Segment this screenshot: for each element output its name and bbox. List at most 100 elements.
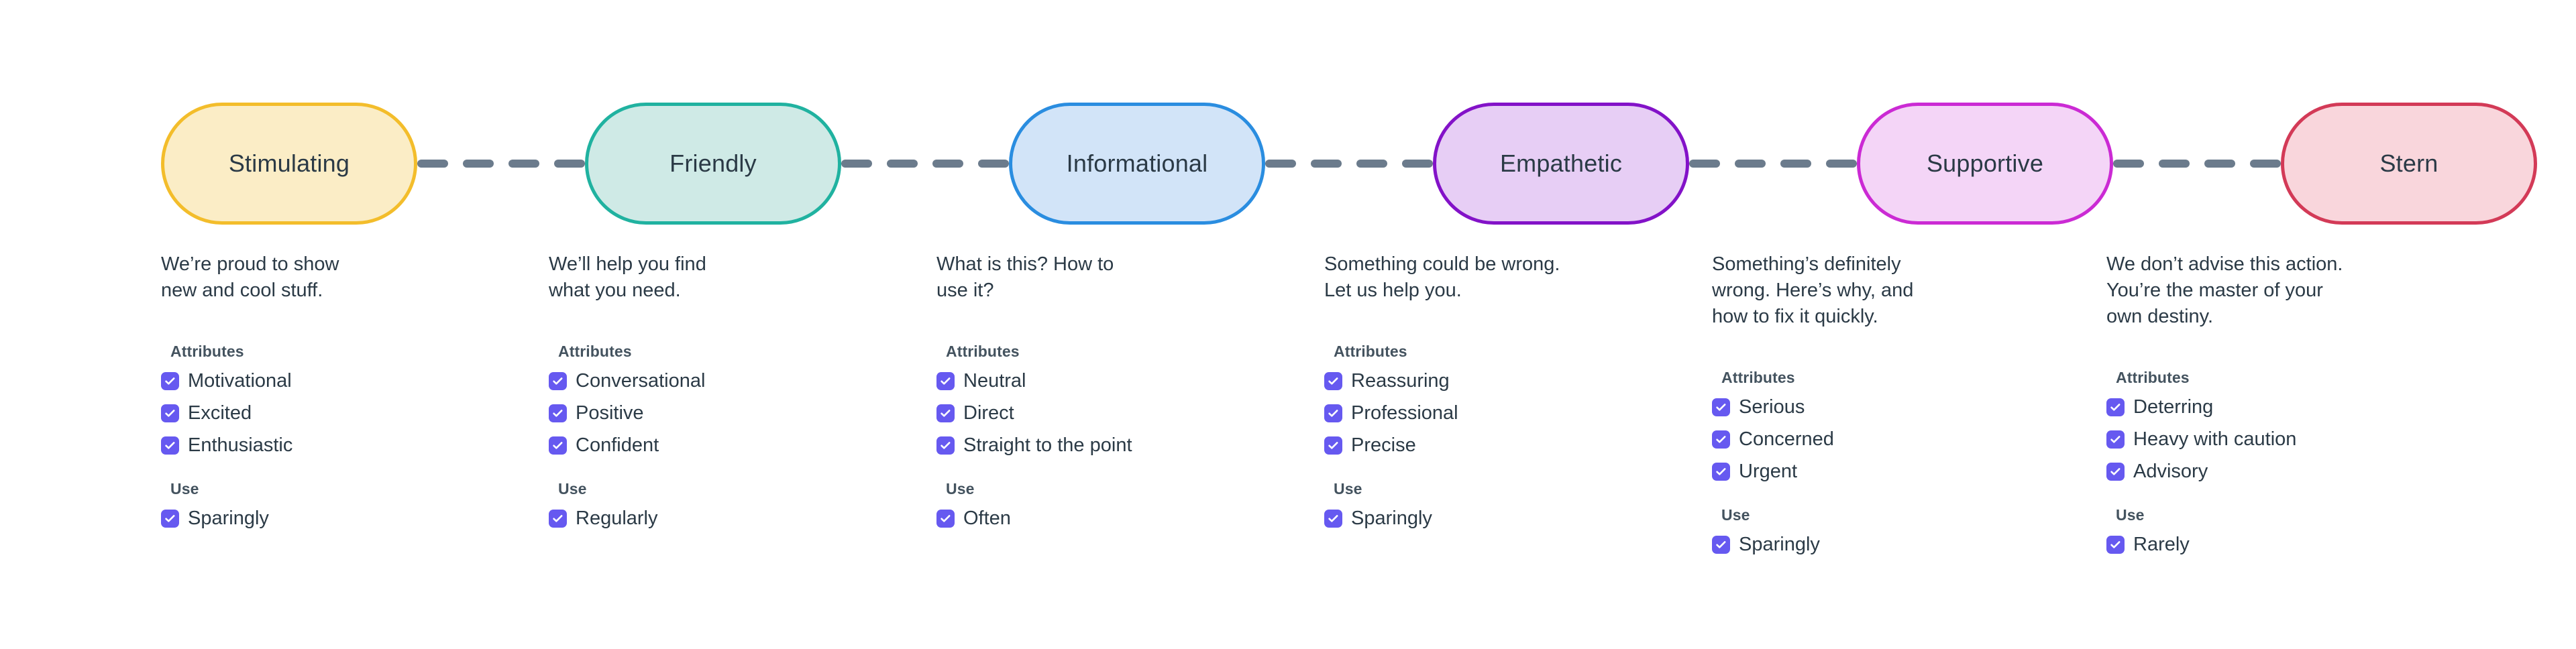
tone-detail-columns: We’re proud to show new and cool stuff. A… [0,251,2576,560]
checkbox-row[interactable]: Straight to the point [936,429,1312,461]
checkmark-icon[interactable] [549,509,567,528]
checkmark-icon[interactable] [161,436,179,455]
tone-description: Something’s definitely wrong. Here’s why… [1712,253,1914,327]
connector-dash-segment [1826,160,1857,168]
checkmark-icon[interactable] [936,371,955,390]
checkmark-icon[interactable] [2106,430,2125,449]
group-title-attributes: Attributes [2116,369,2190,386]
checkbox-label: Often [963,507,1011,529]
checkbox-row[interactable]: Urgent [1712,455,2088,487]
checkmark-icon[interactable] [936,404,955,422]
checkmark-icon[interactable] [549,371,567,390]
checkbox-row[interactable]: Regularly [549,502,924,534]
tone-pill-stimulating[interactable]: Stimulating [161,103,417,225]
checkbox-row[interactable]: Positive [549,397,924,429]
checkbox-label: Advisory [2133,460,2208,482]
checkbox-row[interactable]: Heavy with caution [2106,423,2482,455]
checkbox-row[interactable]: Sparingly [1712,528,2088,560]
checkmark-icon[interactable] [2106,535,2125,554]
checkbox-row[interactable]: Professional [1324,397,1700,429]
checkmark-icon[interactable] [1324,371,1342,390]
checkbox-row[interactable]: Conversational [549,365,924,397]
checkmark-icon[interactable] [161,509,179,528]
tone-pill-informational[interactable]: Informational [1009,103,1265,225]
checkbox-row[interactable]: Motivational [161,365,537,397]
checkmark-icon[interactable] [1712,430,1730,449]
connector-dash-segment [2113,160,2144,168]
checkbox-row[interactable]: Direct [936,397,1312,429]
checkbox-row[interactable]: Serious [1712,391,2088,423]
checkbox-label: Straight to the point [963,434,1132,456]
checkmark-icon[interactable] [161,371,179,390]
checkmark-icon[interactable] [2106,398,2125,416]
connector-dashed-line [2113,160,2281,168]
checkbox-label: Enthusiastic [188,434,293,456]
checkmark-icon[interactable] [1712,398,1730,416]
checkbox-row[interactable]: Deterring [2106,391,2482,423]
checkbox-label: Sparingly [1351,507,1432,529]
checkbox-row[interactable]: Concerned [1712,423,2088,455]
connector-dashed-line [417,160,585,168]
connector-dash-segment [1735,160,1766,168]
tone-pill-supportive[interactable]: Supportive [1857,103,2113,225]
checkmark-icon[interactable] [1324,436,1342,455]
tone-pill-label: Empathetic [1499,150,1623,177]
checkmark-icon[interactable] [1324,509,1342,528]
checkmark-icon[interactable] [1712,462,1730,481]
checkbox-label: Deterring [2133,396,2214,418]
checkbox-label: Sparingly [1739,533,1820,555]
checkbox-label: Heavy with caution [2133,428,2297,450]
connector-dash-segment [2159,160,2190,168]
checkbox-row[interactable]: Sparingly [1324,502,1700,534]
group-title-attributes: Attributes [946,343,1020,360]
tone-pill-label: Stern [2379,150,2438,177]
checkbox-row[interactable]: Reassuring [1324,365,1700,397]
group-title-use: Use [558,480,587,497]
tone-pill-stern[interactable]: Stern [2281,103,2537,225]
checkbox-row[interactable]: Confident [549,429,924,461]
tone-description: We’re proud to show new and cool stuff. [161,253,339,301]
checkbox-row[interactable]: Neutral [936,365,1312,397]
checkbox-label: Concerned [1739,428,1834,450]
connector-dash-segment [1689,160,1720,168]
tone-pill-empathetic[interactable]: Empathetic [1433,103,1689,225]
checkbox-label: Neutral [963,369,1026,392]
checkmark-icon[interactable] [936,436,955,455]
tone-pill-friendly[interactable]: Friendly [585,103,841,225]
checkbox-row[interactable]: Advisory [2106,455,2482,487]
connector-dash-segment [1402,160,1433,168]
group-title-attributes: Attributes [170,343,244,360]
checkbox-row[interactable]: Precise [1324,429,1700,461]
checkbox-row[interactable]: Sparingly [161,502,537,534]
checkbox-row[interactable]: Rarely [2106,528,2482,560]
connector-dashed-line [841,160,1009,168]
checkmark-icon[interactable] [549,436,567,455]
checkmark-icon[interactable] [936,509,955,528]
checkmark-icon[interactable] [1324,404,1342,422]
checkbox-row[interactable]: Often [936,502,1312,534]
tone-pill-label: Friendly [669,150,757,177]
connector-dash-segment [2250,160,2281,168]
tone-pill-label: Supportive [1926,150,2044,177]
checkmark-icon[interactable] [2106,462,2125,481]
checkbox-row[interactable]: Excited [161,397,537,429]
tone-description: We’ll help you find what you need. [549,253,706,301]
checkbox-label: Urgent [1739,460,1798,482]
checkbox-row[interactable]: Enthusiastic [161,429,537,461]
checkmark-icon[interactable] [549,404,567,422]
connector-dash-segment [463,160,494,168]
checkmark-icon[interactable] [1712,535,1730,554]
tone-column-stern: We don’t advise this action. You’re the … [2106,251,2482,560]
checkmark-icon[interactable] [161,404,179,422]
